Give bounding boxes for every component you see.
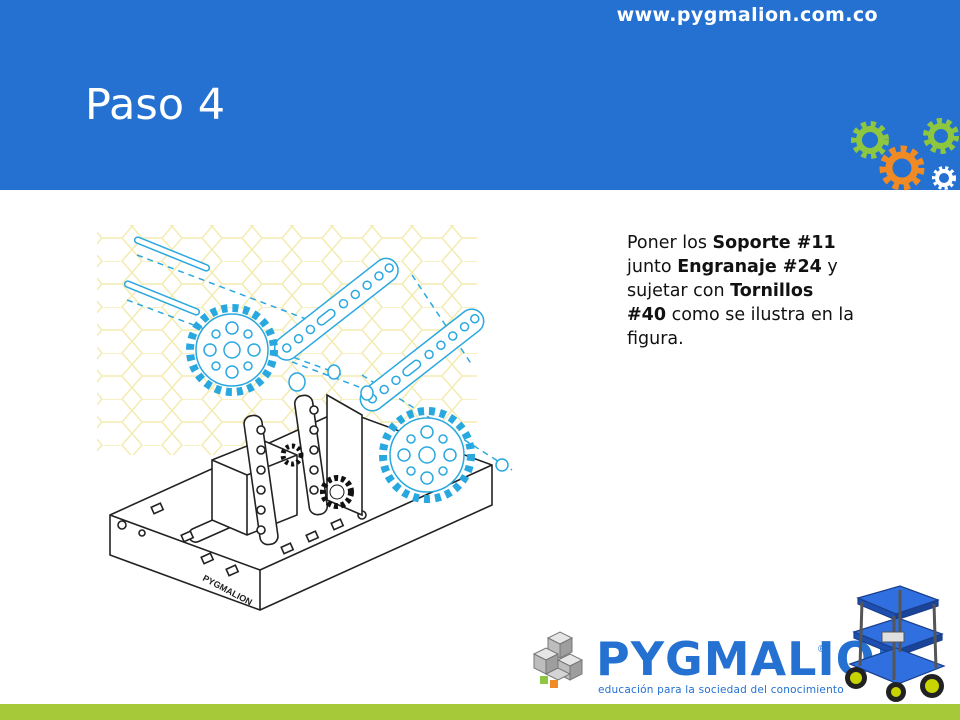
part-screws-40: Tornillos #40: [627, 281, 814, 325]
instruction-text: Poner los Soporte #11 junto Engranaje #2…: [627, 231, 857, 351]
instruction-text-3: y sujetar con: [627, 257, 838, 301]
part-support-11: Soporte #11: [712, 233, 836, 253]
instruction-text-4: como se ilustra en la figura.: [627, 305, 854, 349]
instruction-text-1: Poner los: [627, 233, 713, 253]
part-gear-24: Engranaje #24: [677, 257, 822, 277]
instruction-text-2: junto: [627, 257, 678, 277]
logo-tagline: educación para la sociedad del conocimie…: [598, 684, 844, 696]
registered-mark: ®: [818, 644, 826, 655]
gears-icon: [851, 118, 959, 191]
page-title: Paso 4: [85, 80, 226, 130]
pygmalion-cubes-icon: [532, 631, 584, 688]
header-banner: www.pygmalion.com.co Paso 4: [0, 0, 960, 190]
website-url[interactable]: www.pygmalion.com.co: [616, 4, 878, 26]
footer-bar: [0, 704, 960, 720]
assembly-diagram: PYGMALION: [97, 225, 513, 611]
robot-kit-image: [845, 585, 946, 702]
